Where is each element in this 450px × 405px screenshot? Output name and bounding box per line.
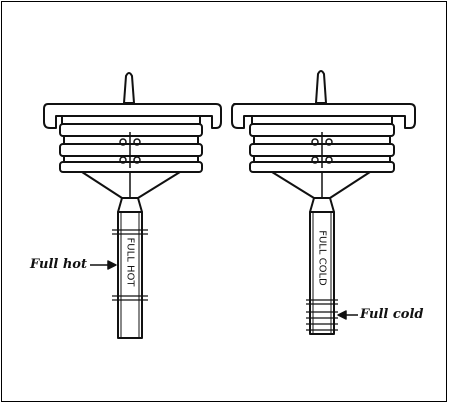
left-collar: [118, 198, 142, 212]
right-callout-arrow: [338, 311, 358, 319]
right-funnel: [272, 172, 370, 198]
left-bellows: [60, 116, 202, 172]
right-top-spike: [316, 71, 326, 103]
full-cold-label: Full cold: [360, 307, 423, 322]
left-thermostat-unit: [44, 73, 221, 338]
left-top-spike: [124, 73, 134, 103]
right-tube-marking: FULL COLD: [317, 230, 328, 286]
full-hot-label: Full hot: [30, 257, 87, 272]
left-tube-marking: FULL HOT: [125, 238, 136, 287]
left-funnel: [82, 172, 180, 198]
right-collar: [310, 198, 334, 212]
right-thermostat-unit: [232, 71, 415, 334]
left-callout-arrow: [90, 261, 116, 269]
right-bellows: [250, 116, 394, 172]
